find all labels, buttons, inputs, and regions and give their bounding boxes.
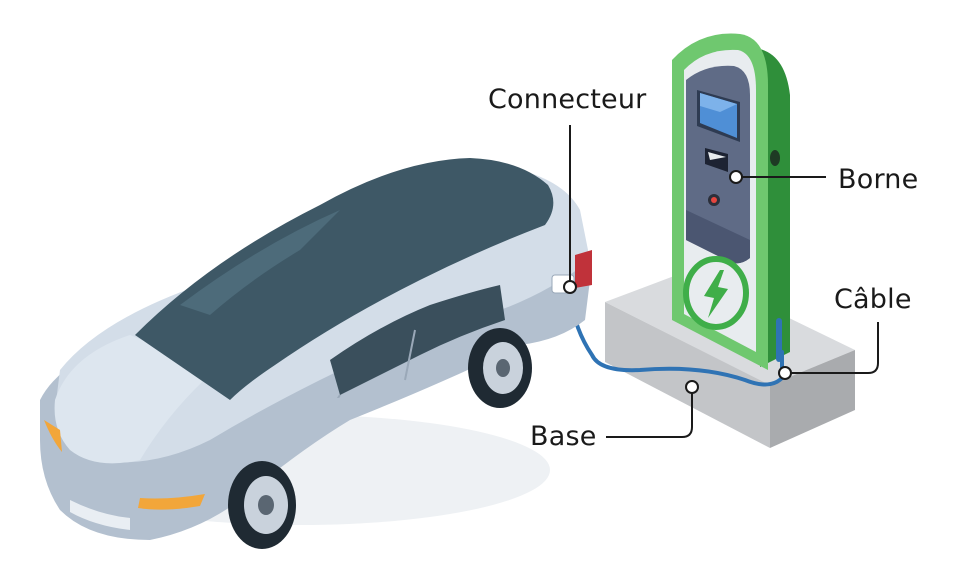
lightning-bolt-icon [683,256,749,330]
charging-cable [568,294,784,387]
electric-car [40,158,592,549]
callout-connecteur [563,125,577,294]
label-cable: Câble [834,284,912,315]
label-connecteur: Connecteur [488,84,647,115]
callout-borne [729,170,826,184]
callout-base [606,380,699,438]
label-base: Base [530,421,597,452]
callout-cable [778,322,879,380]
label-borne: Borne [838,164,919,195]
charging-station [672,33,790,370]
